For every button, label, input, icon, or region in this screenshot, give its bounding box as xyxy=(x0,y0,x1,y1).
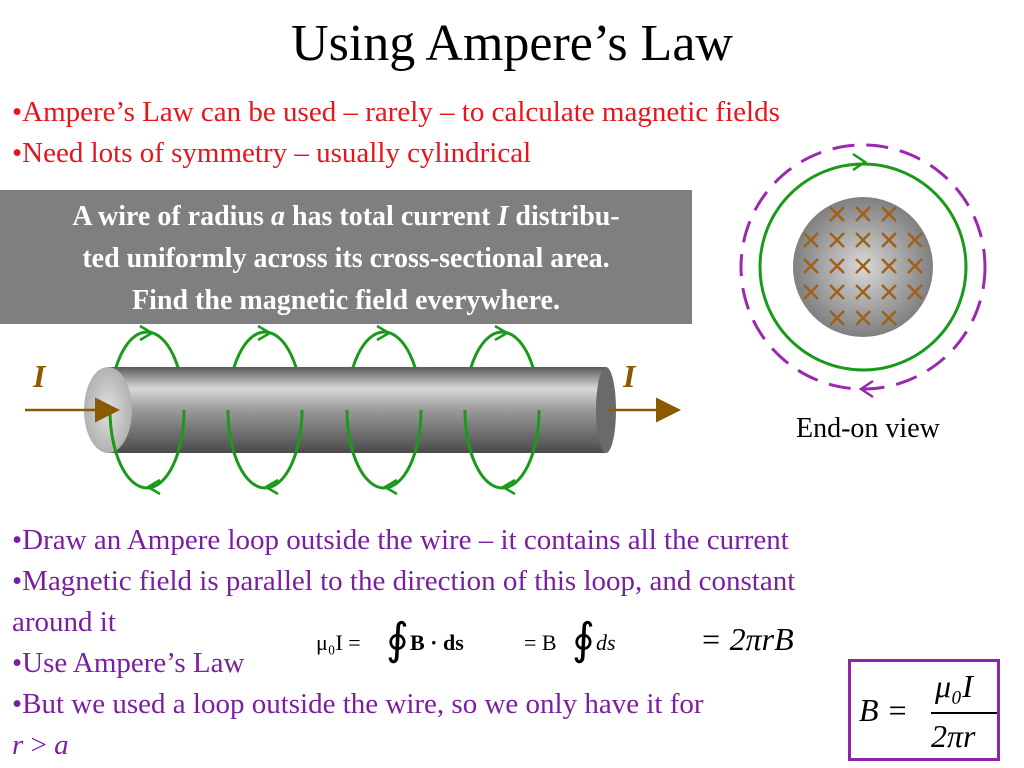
cross-mark xyxy=(803,284,819,300)
cross-mark xyxy=(907,284,923,300)
end-on-view-diagram xyxy=(739,143,987,399)
bullet-loop-outside: •But we used a loop outside the wire, so… xyxy=(12,688,704,720)
final-result-box: B = μ₀I 2πr xyxy=(848,659,1000,761)
field-arrowhead xyxy=(852,152,868,172)
result-numerator: μ₀I xyxy=(935,668,973,704)
eq-result: = 2πrB xyxy=(700,621,794,657)
cross-mark xyxy=(881,206,897,222)
current-into-page-crosses xyxy=(803,206,923,326)
cross-mark xyxy=(803,232,819,248)
contour-integral-icon-2: ∮ xyxy=(572,615,595,664)
contour-integral-icon: ∮ xyxy=(386,615,409,664)
cross-mark xyxy=(829,258,845,274)
problem-line-3: Find the magnetic field everywhere. xyxy=(132,285,560,316)
eq-integrand-2: ds xyxy=(596,630,616,655)
cross-mark xyxy=(829,206,845,222)
cross-mark xyxy=(855,258,871,274)
cross-mark xyxy=(855,232,871,248)
fraction-bar xyxy=(931,712,997,714)
problem-statement-box: A wire of radius a has total current I d… xyxy=(0,190,692,324)
end-on-view-caption: End-on view xyxy=(796,413,940,444)
bullet-use-ampere: •Use Ampere’s Law xyxy=(12,647,245,679)
cross-mark xyxy=(907,258,923,274)
wire-illustration xyxy=(25,324,681,496)
slide-title: Using Ampere’s Law xyxy=(291,15,733,72)
bullet-symmetry: •Need lots of symmetry – usually cylindr… xyxy=(12,137,532,169)
current-label-left: I xyxy=(33,358,46,394)
cross-mark xyxy=(855,206,871,222)
cross-mark xyxy=(829,232,845,248)
cross-mark xyxy=(881,232,897,248)
cross-mark xyxy=(881,258,897,274)
bullet-field-parallel: •Magnetic field is parallel to the direc… xyxy=(12,565,796,597)
condition-r-gt-a: r > a xyxy=(12,729,69,761)
cross-mark xyxy=(881,310,897,326)
cross-mark xyxy=(829,310,845,326)
eq-middle: = B xyxy=(524,630,557,655)
eq-integrand-1: B · ds xyxy=(410,630,464,655)
bullet-ampere-use: •Ampere’s Law can be used – rarely – to … xyxy=(12,96,780,128)
cross-mark xyxy=(881,284,897,300)
bullet-draw-loop: •Draw an Ampere loop outside the wire – … xyxy=(12,524,789,556)
wire-cylinder xyxy=(108,367,606,453)
cross-mark xyxy=(907,232,923,248)
eq-lhs: μ₀I = xyxy=(316,630,361,655)
wire-end-right xyxy=(596,367,616,453)
bullet-field-parallel-cont: around it xyxy=(12,606,116,638)
cross-mark xyxy=(803,258,819,274)
result-lhs: B = xyxy=(859,692,909,728)
cross-mark xyxy=(855,310,871,326)
problem-line-2: ted uniformly across its cross-sectional… xyxy=(82,243,610,274)
cross-mark xyxy=(855,284,871,300)
loop-arrowheads xyxy=(139,324,516,496)
result-denominator: 2πr xyxy=(931,718,976,754)
loop-arrowhead xyxy=(858,379,874,399)
problem-line-1: A wire of radius a has total current I d… xyxy=(72,201,620,232)
current-label-right: I xyxy=(623,358,636,394)
cross-mark xyxy=(829,284,845,300)
field-loops-front xyxy=(108,409,541,490)
